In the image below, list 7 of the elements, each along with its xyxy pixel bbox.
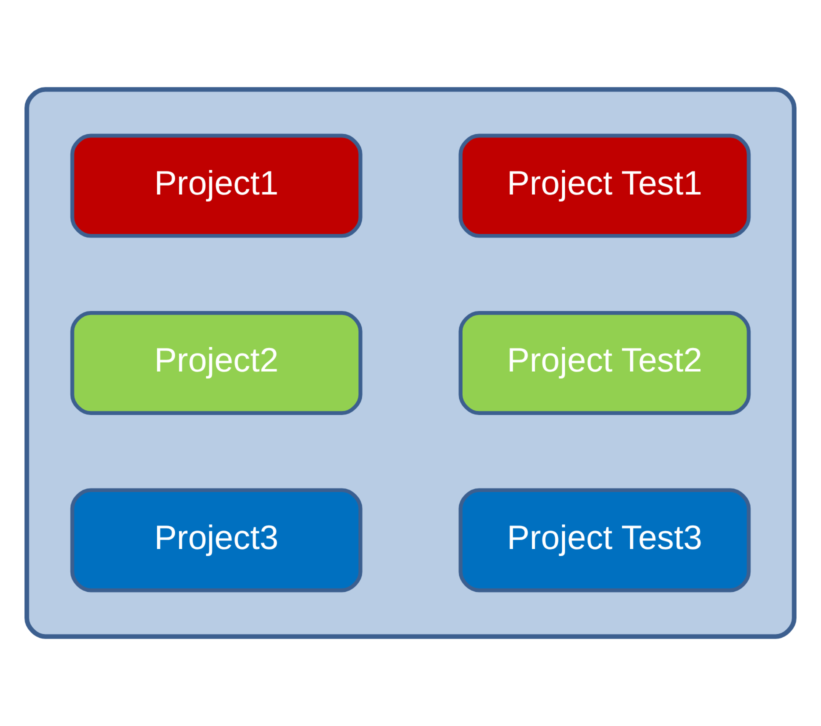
node-box: Project1 bbox=[70, 134, 362, 238]
node-box: Project3 bbox=[70, 488, 362, 592]
node-box: Project Test2 bbox=[458, 311, 751, 415]
cluster bbox=[24, 87, 796, 639]
node-box: Project Test1 bbox=[458, 134, 751, 238]
node-box: Project Test3 bbox=[458, 488, 751, 592]
node-box: Project2 bbox=[70, 311, 362, 415]
